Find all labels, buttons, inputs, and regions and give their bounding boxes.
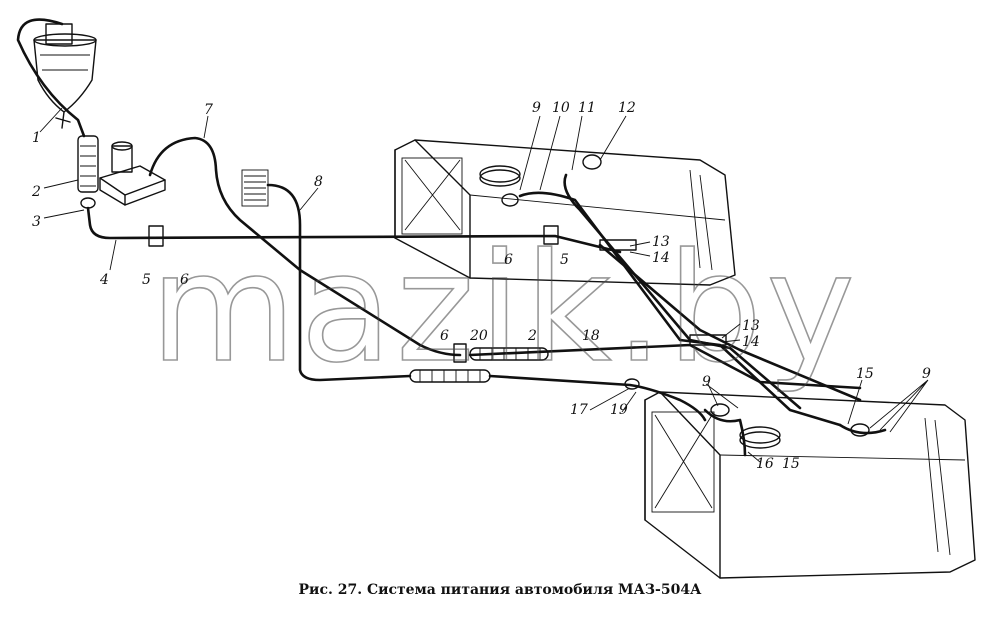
callout-9b: 9 [702,374,711,390]
coarse-filter [77,135,99,209]
callout-13b: 13 [742,318,760,334]
callout-16: 16 [756,456,774,472]
mounting-bracket [241,169,269,207]
callout-15: 15 [856,366,874,382]
callout-14b: 14 [742,334,760,350]
hand-pump-unit [99,141,166,206]
callout-3: 3 [32,214,41,230]
inline-filters [409,347,549,383]
upper-fuel-tank [394,139,736,286]
callout-10: 10 [552,100,570,116]
callout-14: 14 [652,250,670,266]
callout-13: 13 [652,234,670,250]
callout-8: 8 [314,174,323,190]
callout-20: 20 [469,328,488,344]
callout-9: 9 [532,100,541,116]
figure-caption: Рис. 27. Система питания автомобиля МАЗ-… [298,582,702,598]
fuel-filter-housing [33,23,97,129]
callout-18: 18 [582,328,600,344]
callout-9c: 9 [922,366,931,382]
callout-6: 6 [180,272,189,288]
callout-5: 5 [142,272,151,288]
callout-1: 1 [32,130,41,146]
callout-7: 7 [204,102,213,118]
callout-2b: 2 [527,328,537,344]
callout-15b: 15 [782,456,800,472]
callout-6c: 6 [440,328,449,344]
callout-19: 19 [610,402,628,418]
callout-labels: 1 2 3 4 5 6 7 8 9 10 11 12 13 14 5 6 6 2… [31,100,931,472]
callout-12: 12 [618,100,636,116]
callout-2: 2 [31,184,41,200]
callout-4: 4 [99,272,109,288]
callout-11: 11 [578,100,596,116]
callout-6b: 6 [504,252,513,268]
callout-5b: 5 [560,252,569,268]
lower-fuel-tank [644,391,976,579]
callout-leaders [39,107,929,463]
watermark: mazik.by [150,222,859,396]
fuel-lines [16,18,887,457]
callout-17: 17 [570,402,588,418]
